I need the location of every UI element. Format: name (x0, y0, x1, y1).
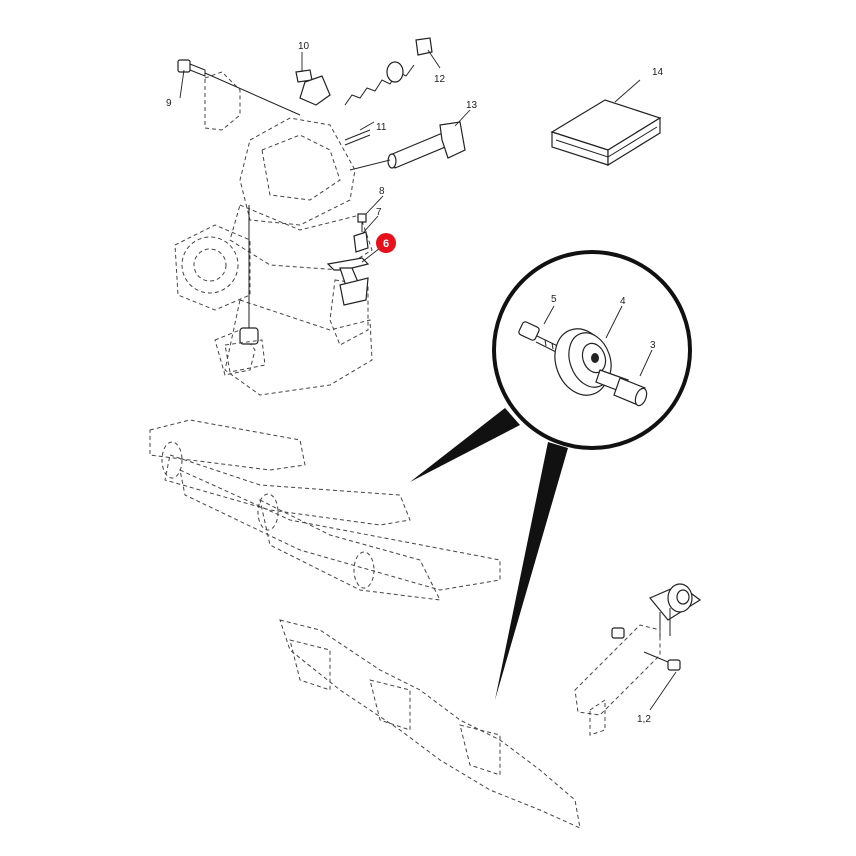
callout-9: 9 (166, 98, 172, 109)
part-6-plate (326, 257, 370, 306)
callout-10: 10 (298, 41, 310, 52)
callout-6: 6 (383, 238, 389, 250)
part-1-2-assembly (574, 583, 702, 736)
pulley-part-4 (554, 328, 612, 396)
phantom-bracket-assembly (174, 71, 373, 396)
phantom-track-lower (279, 619, 581, 829)
callout-7: 7 (376, 207, 382, 218)
part-8-screw (357, 213, 367, 232)
callout-11: 11 (376, 122, 387, 133)
part-10-clamp (295, 69, 331, 106)
highlight-marker (376, 233, 396, 253)
callout-13: 13 (466, 100, 478, 111)
part-9-bolt (177, 59, 301, 116)
part-spring-assembly (344, 61, 415, 106)
callout-4: 4 (620, 296, 626, 307)
callout-1-2: 1,2 (637, 714, 651, 725)
part-11-pin (344, 129, 371, 146)
spacer-part-3 (595, 369, 648, 407)
leader-lines (179, 49, 677, 711)
callout-14: 14 (652, 67, 664, 78)
callout-8: 8 (379, 186, 385, 197)
callout-labels: 10 9 12 11 13 14 8 7 5 4 3 1,2 (166, 41, 664, 725)
phantom-track-upper (149, 419, 501, 601)
detail-magnifier (410, 250, 692, 700)
part-clevis-lower (224, 205, 266, 373)
callout-5: 5 (551, 294, 557, 305)
bolt-part-5 (518, 321, 571, 359)
part-14-kit-box (550, 99, 662, 167)
part-7-bracket (353, 231, 369, 253)
part-13-shaft (387, 121, 466, 169)
callout-3: 3 (650, 340, 656, 351)
highlight-callout-6[interactable]: 6 (376, 233, 396, 253)
shaft-centerline (349, 159, 391, 171)
callout-12: 12 (434, 74, 446, 85)
